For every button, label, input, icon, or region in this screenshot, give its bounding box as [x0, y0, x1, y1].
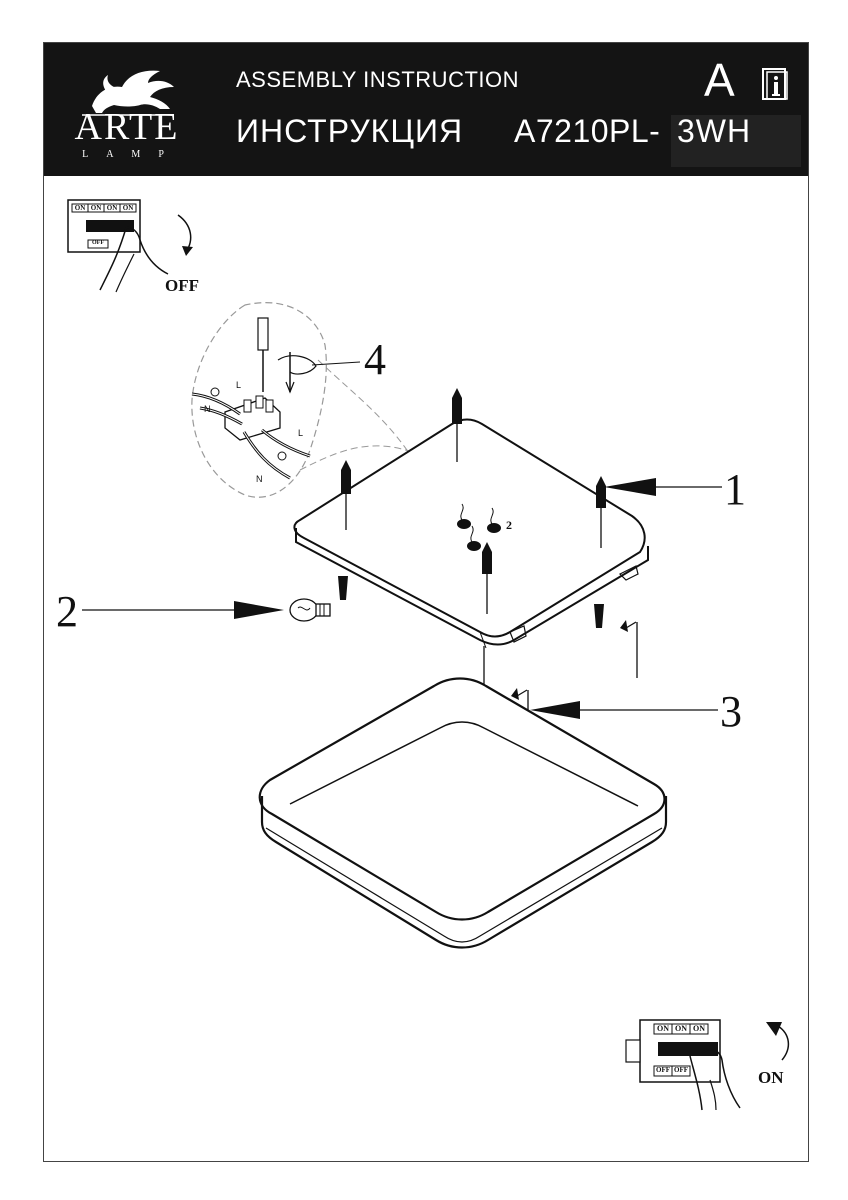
callout-3-number: 3 — [720, 687, 742, 736]
bulb-icon — [289, 598, 331, 622]
switch-top-label-4: ON — [122, 204, 134, 212]
wire-live-label-1: L — [236, 380, 242, 390]
model-number-suffix: 3WH — [677, 113, 752, 149]
switch-on-top-label-3: ON — [693, 1024, 705, 1033]
callout-4-number: 4 — [364, 335, 386, 384]
info-book-icon — [761, 67, 789, 101]
off-label: OFF — [165, 276, 199, 295]
model-highlight-box — [671, 115, 801, 167]
wire-neutral-label-2: N — [256, 474, 263, 484]
callout-3-arrow — [530, 701, 580, 719]
switch-top-label-1: ON — [74, 204, 86, 212]
header-bar: ARTE LAMP ASSEMBLY INSTRUCTION ИНСТРУКЦИ… — [44, 43, 808, 176]
switch-on-bottom-label-2: OFF — [674, 1066, 688, 1074]
lamp-shade — [258, 677, 668, 949]
brand-logo — [62, 51, 192, 171]
page-frame — [43, 42, 809, 1162]
screw-count-label: 2 — [506, 518, 512, 532]
switch-on-top-label-1: ON — [657, 1024, 669, 1033]
wiring-detail — [191, 302, 441, 498]
title-english: ASSEMBLY INSTRUCTION — [236, 67, 520, 92]
breaker-off-illustration — [67, 199, 193, 293]
on-label: ON — [758, 1068, 784, 1087]
model-number-prefix: A7210PL- — [514, 113, 661, 149]
mounting-plate — [293, 418, 649, 649]
griffin-icon — [82, 70, 174, 116]
switch-bottom-label-1: OFF — [92, 240, 104, 246]
title-russian: ИНСТРУКЦИЯ — [236, 113, 464, 149]
brand-subtitle: LAMP — [82, 149, 182, 160]
switch-on-bottom-label-1: OFF — [656, 1066, 670, 1074]
switch-top-label-2: ON — [90, 204, 102, 212]
brand-name: ARTE — [74, 106, 180, 148]
switch-top-label-3: ON — [106, 204, 118, 212]
switch-on-top-label-2: ON — [675, 1024, 687, 1033]
wire-live-label-2: L — [298, 428, 304, 438]
breaker-on-illustration — [625, 1019, 790, 1111]
wire-neutral-label-1: N — [204, 404, 211, 414]
callout-2-arrow — [234, 601, 284, 619]
callout-2-number: 2 — [56, 587, 78, 636]
callout-1-arrow — [604, 478, 656, 496]
badge-letter: A — [704, 54, 735, 106]
callout-1-number: 1 — [724, 465, 746, 514]
plate-screws — [338, 388, 606, 628]
